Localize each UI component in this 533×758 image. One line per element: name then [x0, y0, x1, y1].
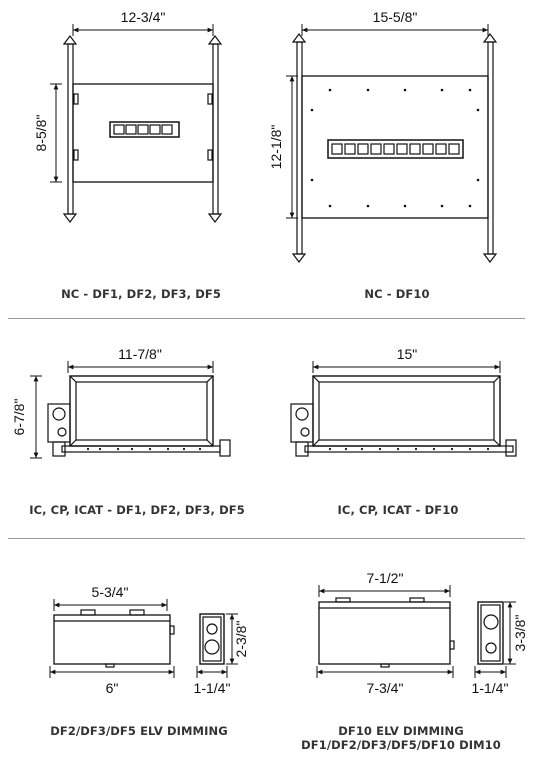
nc-df1-5-width-label: 12-3/4" [121, 9, 166, 25]
nc-df10-screw-dots [310, 88, 480, 208]
nc-df1-5-caption: NC - DF1, DF2, DF3, DF5 [61, 287, 221, 301]
nc-df1-5-drawing [50, 24, 223, 223]
section-divider-1 [8, 318, 525, 319]
section-divider-2 [8, 538, 525, 539]
nc-df1-5-height-label: 8-5/8" [33, 115, 49, 152]
nc-df10-drawing [286, 24, 498, 263]
elv-df10-side-height-label: 3-3/8" [512, 615, 528, 652]
elv-df10-side-width-label: 1-1/4" [472, 680, 509, 696]
ic-df1-5-caption: IC, CP, ICAT - DF1, DF2, DF3, DF5 [29, 503, 245, 517]
elv-df10-top-width-label: 7-1/2" [367, 570, 404, 586]
elv-df2-5-side-height-label: 2-3/8" [233, 621, 249, 658]
ic-df10-drawing [290, 361, 517, 457]
elv-df2-5-drawing [49, 599, 238, 678]
elv-df2-5-bottom-width-label: 6" [106, 680, 119, 696]
nc-df10-height-label: 12-1/8" [268, 125, 284, 170]
ic-df10-caption: IC, CP, ICAT - DF10 [337, 503, 459, 517]
nc-df10-width-label: 15-5/8" [373, 9, 418, 25]
ic-df1-5-drawing [30, 361, 231, 459]
elv-df2-5-side-width-label: 1-1/4" [194, 680, 231, 696]
elv-df10-bottom-width-label: 7-3/4" [367, 680, 404, 696]
elv-df2-5-caption: DF2/DF3/DF5 ELV DIMMING [50, 724, 228, 738]
elv-df10-caption-line1: DF10 ELV DIMMING [338, 724, 464, 738]
elv-df2-5-top-width-label: 5-3/4" [92, 584, 129, 600]
nc-df10-caption: NC - DF10 [364, 287, 430, 301]
ic-df1-5-height-label: 6-7/8" [11, 399, 27, 436]
elv-df10-caption-line2: DF1/DF2/DF3/DF5/DF10 DIM10 [301, 738, 501, 752]
ic-df1-5-bar-dots [86, 447, 202, 451]
elv-df10-drawing [316, 585, 516, 678]
ic-df1-5-width-label: 11-7/8" [118, 346, 162, 362]
ic-df10-width-label: 15" [397, 346, 418, 362]
ic-df10-bar-dots [328, 447, 490, 451]
